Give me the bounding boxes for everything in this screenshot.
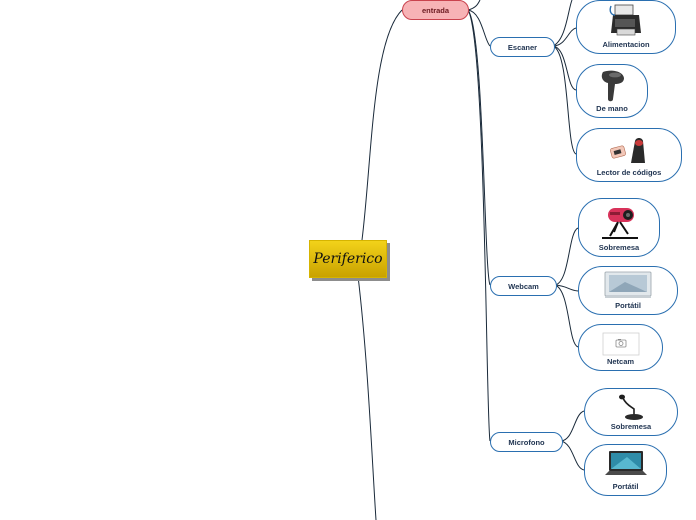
leaf-alimentacion[interactable]: Alimentacion xyxy=(576,0,676,54)
leaf-alimentacion-label: Alimentacion xyxy=(602,40,649,49)
leaf-webcam-sobremesa-label: Sobremesa xyxy=(599,243,639,252)
document-scanner-icon xyxy=(609,3,643,39)
laptop-icon xyxy=(603,449,649,481)
root-topic-label: Periferico xyxy=(313,251,382,267)
branch-microfono-label: Microfono xyxy=(508,438,544,447)
camera-icon xyxy=(602,332,640,356)
connector-entrada-webcam xyxy=(468,10,490,285)
connector-webcam-netcam xyxy=(555,285,578,347)
handheld-scanner-icon xyxy=(597,69,627,103)
laptop-webcam-icon xyxy=(603,270,653,300)
leaf-webcam-portatil-label: Portátil xyxy=(615,301,641,310)
leaf-netcam-label: Netcam xyxy=(607,357,634,366)
branch-entrada-label: entrada xyxy=(422,6,449,15)
branch-entrada[interactable]: entrada xyxy=(402,0,469,20)
leaf-de-mano[interactable]: De mano xyxy=(576,64,648,118)
connector-microfono-sobremesa xyxy=(561,411,584,441)
connector-entrada-escaner xyxy=(468,10,490,46)
leaf-webcam-sobremesa[interactable]: Sobremesa xyxy=(578,198,660,257)
branch-escaner-label: Escaner xyxy=(508,43,537,52)
leaf-netcam[interactable]: Netcam xyxy=(578,324,663,371)
barcode-reader-icon xyxy=(609,133,649,167)
leaf-mic-sobremesa[interactable]: Sobremesa xyxy=(584,388,678,436)
connector-root-entrada xyxy=(362,10,402,240)
branch-webcam-label: Webcam xyxy=(508,282,539,291)
root-topic-periferico[interactable]: Periferico xyxy=(309,240,387,278)
branch-webcam[interactable]: Webcam xyxy=(490,276,557,296)
connector-escaner-up xyxy=(553,0,572,46)
leaf-de-mano-label: De mano xyxy=(596,104,628,113)
leaf-mic-portatil[interactable]: Portátil xyxy=(584,444,667,496)
leaf-lector-codigos[interactable]: Lector de códigos xyxy=(576,128,682,182)
connector-microfono-portatil xyxy=(561,441,584,470)
connector-webcam-sobremesa xyxy=(555,228,578,285)
leaf-webcam-portatil[interactable]: Portátil xyxy=(578,266,678,315)
leaf-mic-sobremesa-label: Sobremesa xyxy=(611,422,651,431)
desk-microphone-icon xyxy=(614,393,648,421)
desktop-webcam-icon xyxy=(598,204,640,242)
connector-escaner-demano xyxy=(553,46,576,90)
branch-escaner[interactable]: Escaner xyxy=(490,37,555,57)
connector-entrada-up xyxy=(468,0,480,10)
connector-root-down xyxy=(358,276,376,520)
leaf-mic-portatil-label: Portátil xyxy=(613,482,639,491)
branch-microfono[interactable]: Microfono xyxy=(490,432,563,452)
leaf-lector-codigos-label: Lector de códigos xyxy=(597,168,662,177)
